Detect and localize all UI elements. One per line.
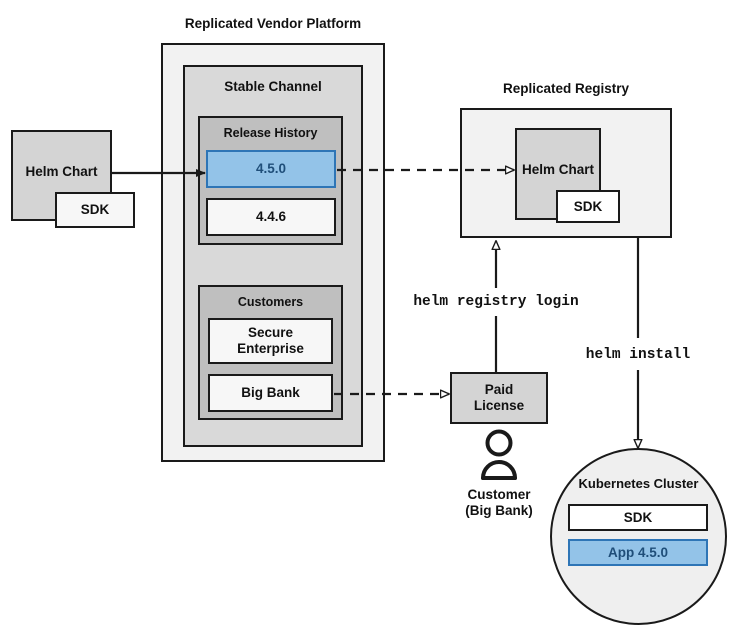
customer-big-bank-label: Big Bank — [241, 385, 300, 401]
registry-sdk-box: SDK — [556, 190, 620, 223]
kubernetes-cluster-circle — [550, 448, 727, 625]
release-history-title: Release History — [223, 126, 318, 140]
source-sdk-box: SDK — [55, 192, 135, 228]
release-version-previous[interactable]: 4.4.6 — [206, 198, 336, 236]
paid-license-box: Paid License — [450, 372, 548, 424]
cluster-item-app: App 4.5.0 — [568, 539, 708, 566]
cluster-item-app-label: App 4.5.0 — [607, 544, 669, 560]
person-icon — [481, 429, 517, 480]
cluster-item-sdk-label: SDK — [623, 509, 653, 525]
platform-title: Replicated Vendor Platform — [184, 16, 362, 31]
customer-big-bank[interactable]: Big Bank — [208, 374, 333, 412]
customers-title: Customers — [237, 295, 304, 309]
registry-title: Replicated Registry — [502, 81, 630, 96]
paid-license-label: Paid License — [473, 382, 525, 413]
helm-install-label: helm install — [585, 347, 691, 363]
registry-helm-chart-label: Helm Chart — [521, 162, 594, 177]
registry-sdk-label: SDK — [573, 198, 603, 214]
helm-registry-login-label: helm registry login — [413, 294, 579, 310]
customer-actor-label: Customer (Big Bank) — [465, 487, 533, 519]
release-version-current-label: 4.5.0 — [255, 161, 287, 177]
release-version-previous-label: 4.4.6 — [255, 209, 287, 225]
source-helm-chart-label: Helm Chart — [25, 164, 98, 179]
source-sdk-label: SDK — [80, 202, 110, 218]
customer-secure-enterprise[interactable]: Secure Enterprise — [208, 318, 333, 364]
cluster-item-sdk: SDK — [568, 504, 708, 531]
stable-channel-title: Stable Channel — [224, 79, 322, 94]
kubernetes-cluster-title: Kubernetes Cluster — [578, 476, 699, 491]
customer-secure-enterprise-label: Secure Enterprise — [237, 325, 304, 356]
release-version-current[interactable]: 4.5.0 — [206, 150, 336, 188]
